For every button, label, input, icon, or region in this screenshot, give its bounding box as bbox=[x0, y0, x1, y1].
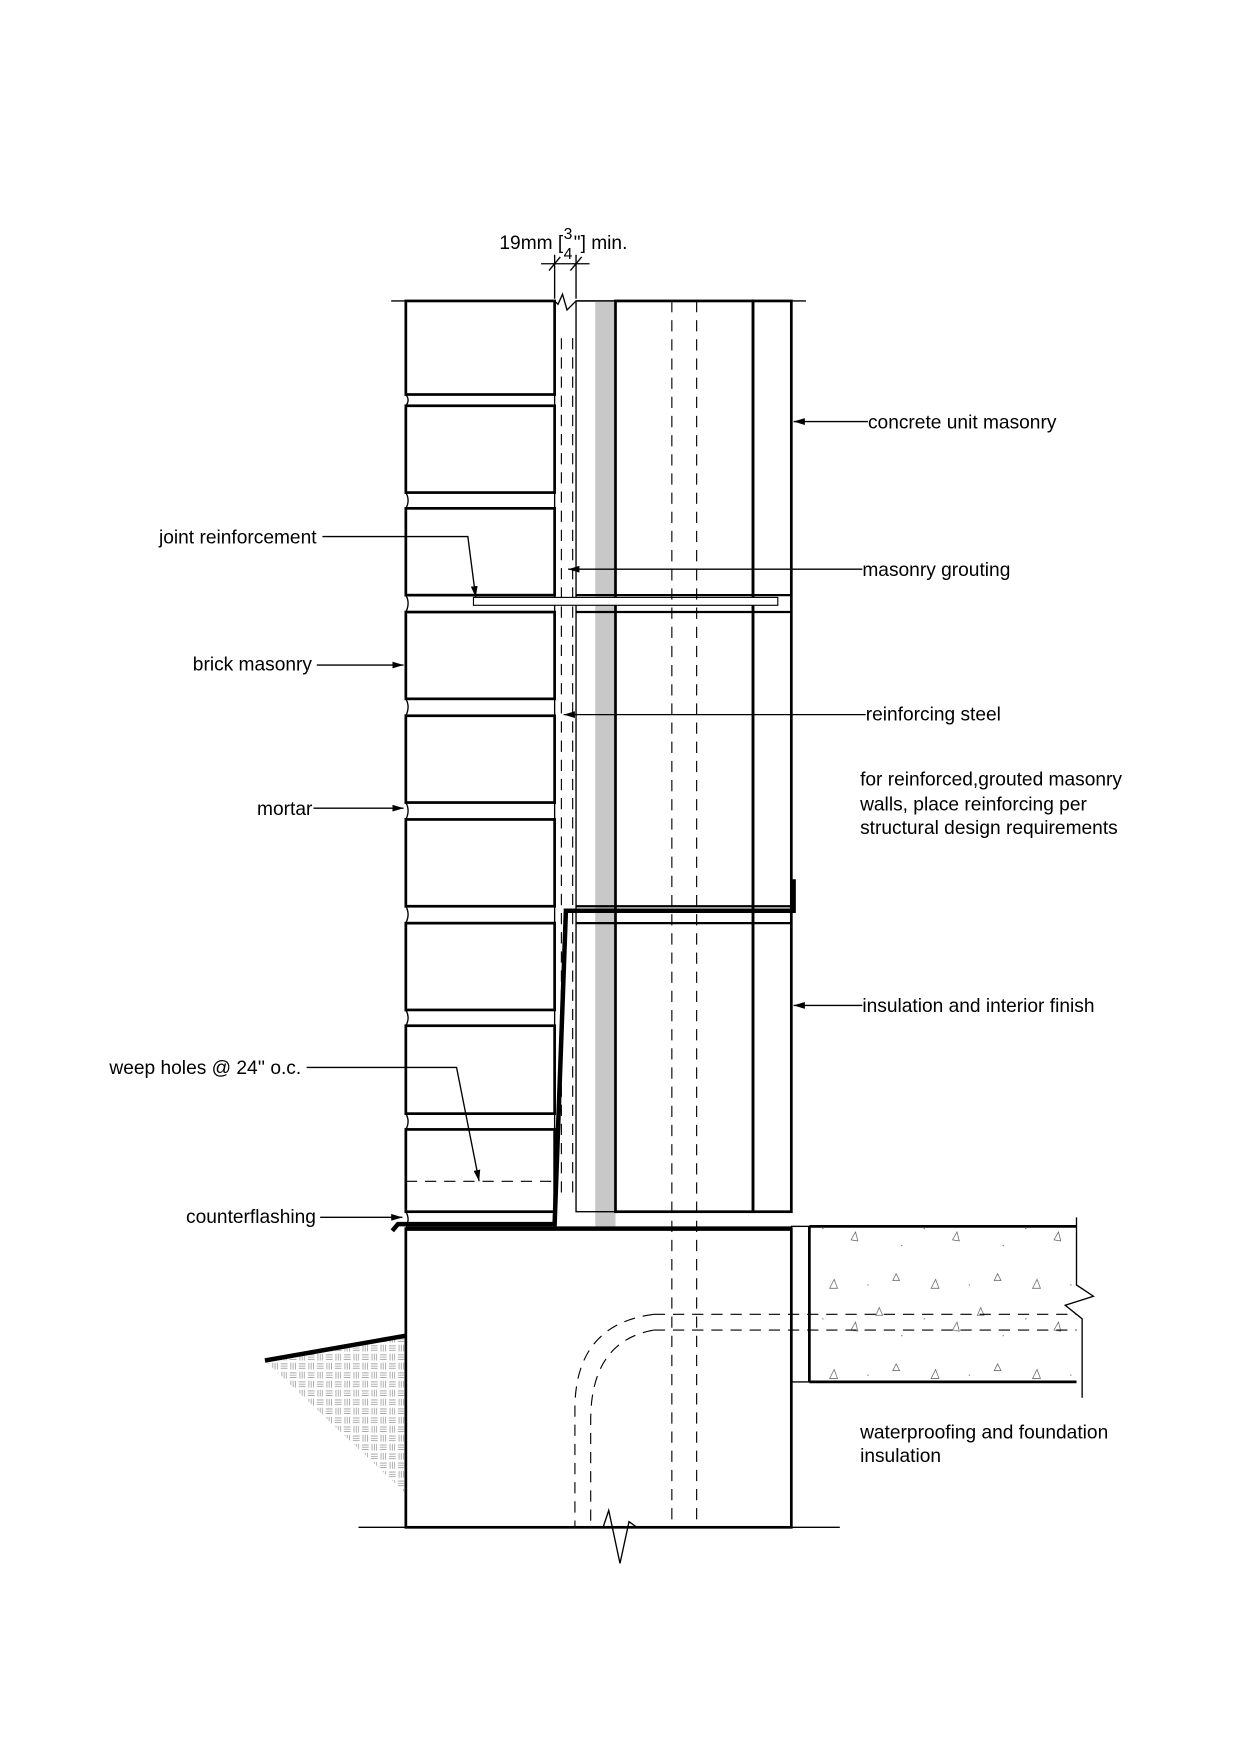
label-joint-reinforcement: joint reinforcement bbox=[158, 527, 317, 548]
waterproofing-insulation bbox=[790, 1225, 811, 1383]
dowel-bar bbox=[653, 1313, 1077, 1331]
bottom-break-line bbox=[358, 1507, 840, 1564]
flashing bbox=[390, 879, 796, 1233]
label-weep-holes: weep holes @ 24'' o.c. bbox=[108, 1058, 301, 1079]
concrete-unit-masonry bbox=[614, 299, 755, 1214]
dimension-line bbox=[541, 254, 590, 299]
label-waterproofing-2: insulation bbox=[860, 1446, 941, 1467]
foundation-wall bbox=[404, 1227, 793, 1529]
note-line-3: structural design requirements bbox=[860, 818, 1118, 839]
label-mortar: mortar bbox=[257, 799, 313, 820]
cavity-ties bbox=[560, 338, 574, 1195]
joint-reinforcement bbox=[472, 596, 779, 606]
slab-break-line bbox=[1063, 1217, 1095, 1398]
note-line-1: for reinforced,grouted masonry bbox=[860, 770, 1122, 791]
label-masonry-grouting: masonry grouting bbox=[862, 560, 1010, 581]
cmu-joints bbox=[576, 594, 793, 925]
label-counterflashing: counterflashing bbox=[186, 1207, 316, 1228]
cmu-highlights bbox=[664, 315, 739, 1195]
dimension-denominator: 4 bbox=[564, 246, 573, 263]
brick-masonry bbox=[404, 299, 556, 1214]
label-concrete-unit-masonry: concrete unit masonry bbox=[868, 412, 1057, 433]
soil bbox=[264, 1335, 406, 1494]
label-brick-masonry: brick masonry bbox=[193, 655, 313, 676]
dowel-bend bbox=[574, 1313, 654, 1528]
mortar-joints bbox=[405, 394, 409, 1227]
label-waterproofing-1: waterproofing and foundation bbox=[859, 1422, 1108, 1443]
insulation-interior-finish bbox=[751, 299, 793, 1214]
grade-line bbox=[264, 1333, 407, 1363]
label-reinforcing-steel: reinforcing steel bbox=[866, 704, 1001, 725]
note-line-2: walls, place reinforcing per bbox=[859, 794, 1087, 815]
cavity-break-symbol bbox=[554, 292, 577, 312]
dimension-suffix: "] min. bbox=[574, 233, 628, 254]
grout-strip bbox=[595, 300, 616, 1227]
floor-slab bbox=[809, 1226, 1077, 1382]
dimension-numerator: 3 bbox=[564, 226, 573, 243]
reinforcing-steel bbox=[671, 300, 698, 1528]
label-insulation-interior-finish: insulation and interior finish bbox=[862, 996, 1094, 1017]
dimension-prefix: 19mm [ bbox=[499, 233, 564, 254]
